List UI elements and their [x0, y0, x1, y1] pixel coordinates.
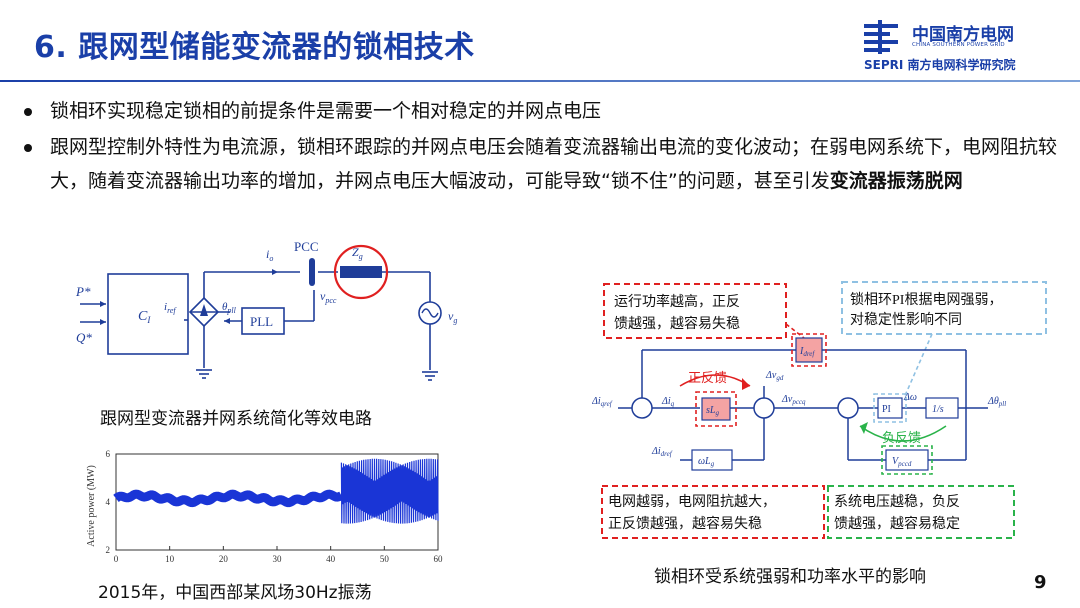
waveform-caption: 2015年，中国西部某风场30Hz振荡: [98, 583, 372, 603]
slide-title: 6. 跟网型储能变流器的锁相技术: [34, 30, 475, 65]
bullet-text: 跟网型控制外特性为电流源，锁相环跟踪的并网点电压会随着变流器输出电流的变化波动；…: [50, 136, 1058, 192]
y-tick-label: 4: [106, 497, 111, 507]
note-pi-line2: 对稳定性影响不同: [850, 312, 962, 328]
oscillation-waveform: Active power (MW) 0 10 20 30 40 50 60 2 4 6: [86, 449, 444, 564]
bullet-dot-icon: [24, 108, 32, 116]
positive-feedback-label: 正反馈: [688, 370, 727, 385]
delta-omega-label: Δω: [903, 392, 917, 403]
negative-feedback-arrow-icon: [859, 425, 947, 442]
note-voltage-line2: 馈越强，越容易稳定: [834, 515, 960, 532]
slg-block-label: sLg: [706, 405, 719, 417]
delta-theta-label: Δθpll: [987, 396, 1006, 408]
delta-vpccq-label: Δvpccq: [781, 394, 806, 406]
company-logo: 中国南方电网 CHINA SOUTHERN POWER GRID SEPRI 南…: [864, 18, 1064, 74]
iref-label: iref: [164, 301, 177, 315]
note-power-line1: 运行功率越高，正反: [614, 293, 740, 310]
page-number: 9: [1034, 572, 1047, 593]
slide-header: 6. 跟网型储能变流器的锁相技术 中国南方电网 CHINA SOUTHERN P…: [0, 0, 1080, 84]
vpccd-block-label: Vpccd: [892, 456, 912, 468]
note-weak-line1: 电网越弱，电网阻抗越大，: [608, 494, 776, 510]
bullet-text: 锁相环实现稳定锁相的前提条件是需要一个相对稳定的并网点电压: [50, 100, 602, 122]
note-weak-line2: 正反馈越强，越容易失稳: [608, 515, 762, 532]
title-divider: [0, 80, 1080, 82]
logo-en-name: CHINA SOUTHERN POWER GRID: [912, 42, 1005, 48]
theta-label: θpll: [222, 301, 237, 315]
idref-block-label: Idref: [799, 346, 815, 358]
note-pi-line1: 锁相环PI根据电网强弱，: [850, 292, 1002, 308]
pcc-bus: [309, 258, 315, 286]
delta-iqref-label: Δiqref: [592, 396, 613, 408]
pi-block-label: PI: [882, 404, 891, 415]
block-diagram-caption: 锁相环受系统强弱和功率水平的影响: [654, 567, 926, 587]
waveform-y-axis-label: Active power (MW): [86, 465, 97, 547]
pcc-label: PCC: [294, 239, 319, 254]
negative-feedback-label: 负反馈: [882, 430, 921, 445]
x-tick-label: 50: [380, 554, 390, 564]
zg-highlight-circle: [333, 244, 389, 300]
pre-oscillation-signal: [113, 489, 344, 508]
delta-iq-label: Δiq: [661, 396, 675, 408]
pll-block-label: PLL: [250, 314, 273, 329]
p-star-label: P*: [75, 284, 91, 299]
bullet-item: 锁相环实现稳定锁相的前提条件是需要一个相对稳定的并网点电压: [18, 94, 1068, 128]
bullet-item: 跟网型控制外特性为电流源，锁相环跟踪的并网点电压会随着变流器输出电流的变化波动；…: [18, 130, 1068, 198]
bullet-emphasis: 变流器振荡脱网: [829, 170, 963, 192]
logo-sepri: SEPRI 南方电网科学研究院: [864, 58, 1016, 72]
ci-label: CI: [138, 309, 151, 325]
note-voltage-box: [827, 485, 1015, 539]
vpcc-label: vpcc: [320, 289, 337, 305]
note-power-box: [603, 283, 787, 339]
bullet-list: 锁相环实现稳定锁相的前提条件是需要一个相对稳定的并网点电压 跟网型控制外特性为电…: [18, 94, 1068, 198]
delta-idref-label: Δidref: [651, 446, 673, 458]
zg-label: Zg: [352, 245, 363, 261]
csg-logo-icon: [864, 20, 898, 54]
pll-block-diagram: Idref sLg ωLg PI 1/s Vpccd Δiqref Δiq Δi…: [592, 281, 1047, 539]
bullet-dot-icon: [24, 144, 32, 152]
x-tick-label: 60: [434, 554, 444, 564]
x-tick-label: 10: [165, 554, 175, 564]
oscillation-signal: [340, 458, 439, 524]
delta-vgd-label: Δvgd: [765, 370, 784, 382]
integrator-block-label: 1/s: [932, 404, 944, 415]
q-star-label: Q*: [76, 330, 92, 345]
circuit-diagram: P* Q* CI iref θpll io vpcc Zg vg PCC PLL: [75, 239, 457, 381]
note-power-line2: 馈越强，越容易失稳: [614, 315, 740, 332]
wlg-block-label: ωLg: [698, 456, 715, 468]
note-pi-box: [841, 281, 1047, 335]
vg-label: vg: [448, 309, 457, 325]
io-label: io: [266, 247, 273, 263]
note-weak-grid-box: [601, 485, 825, 539]
x-tick-label: 30: [273, 554, 283, 564]
note-voltage-line1: 系统电压越稳，负反: [834, 494, 960, 510]
y-tick-label: 6: [106, 449, 111, 459]
logo-cn-name: 中国南方电网: [912, 25, 1014, 45]
y-tick-label: 2: [106, 545, 111, 555]
x-tick-label: 0: [114, 554, 119, 564]
x-tick-label: 20: [219, 554, 229, 564]
x-tick-label: 40: [326, 554, 336, 564]
grid-impedance: [340, 266, 382, 278]
circuit-caption: 跟网型变流器并网系统简化等效电路: [100, 409, 372, 429]
